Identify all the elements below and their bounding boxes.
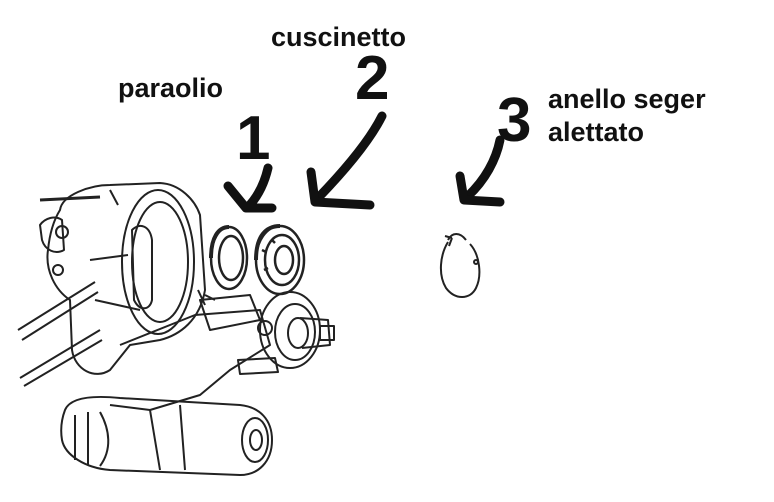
- arrow-3: [455, 135, 505, 207]
- label-alettato: alettato: [548, 117, 645, 147]
- callout-number-3: 3: [497, 86, 532, 155]
- label-anello-seger: anello seger: [548, 84, 706, 114]
- callout-number-1: 1: [236, 104, 271, 173]
- engine-casing-drawing: [17, 182, 335, 476]
- bearing-drawing: [254, 224, 306, 296]
- circlip-drawing: [440, 233, 481, 298]
- callout-number-2: 2: [355, 44, 390, 113]
- label-cuscinetto: cuscinetto: [271, 22, 407, 52]
- label-paraolio: paraolio: [118, 73, 224, 103]
- oil-seal-drawing: [209, 225, 249, 291]
- arrow-2: [306, 111, 387, 210]
- arrow-1: [223, 163, 277, 213]
